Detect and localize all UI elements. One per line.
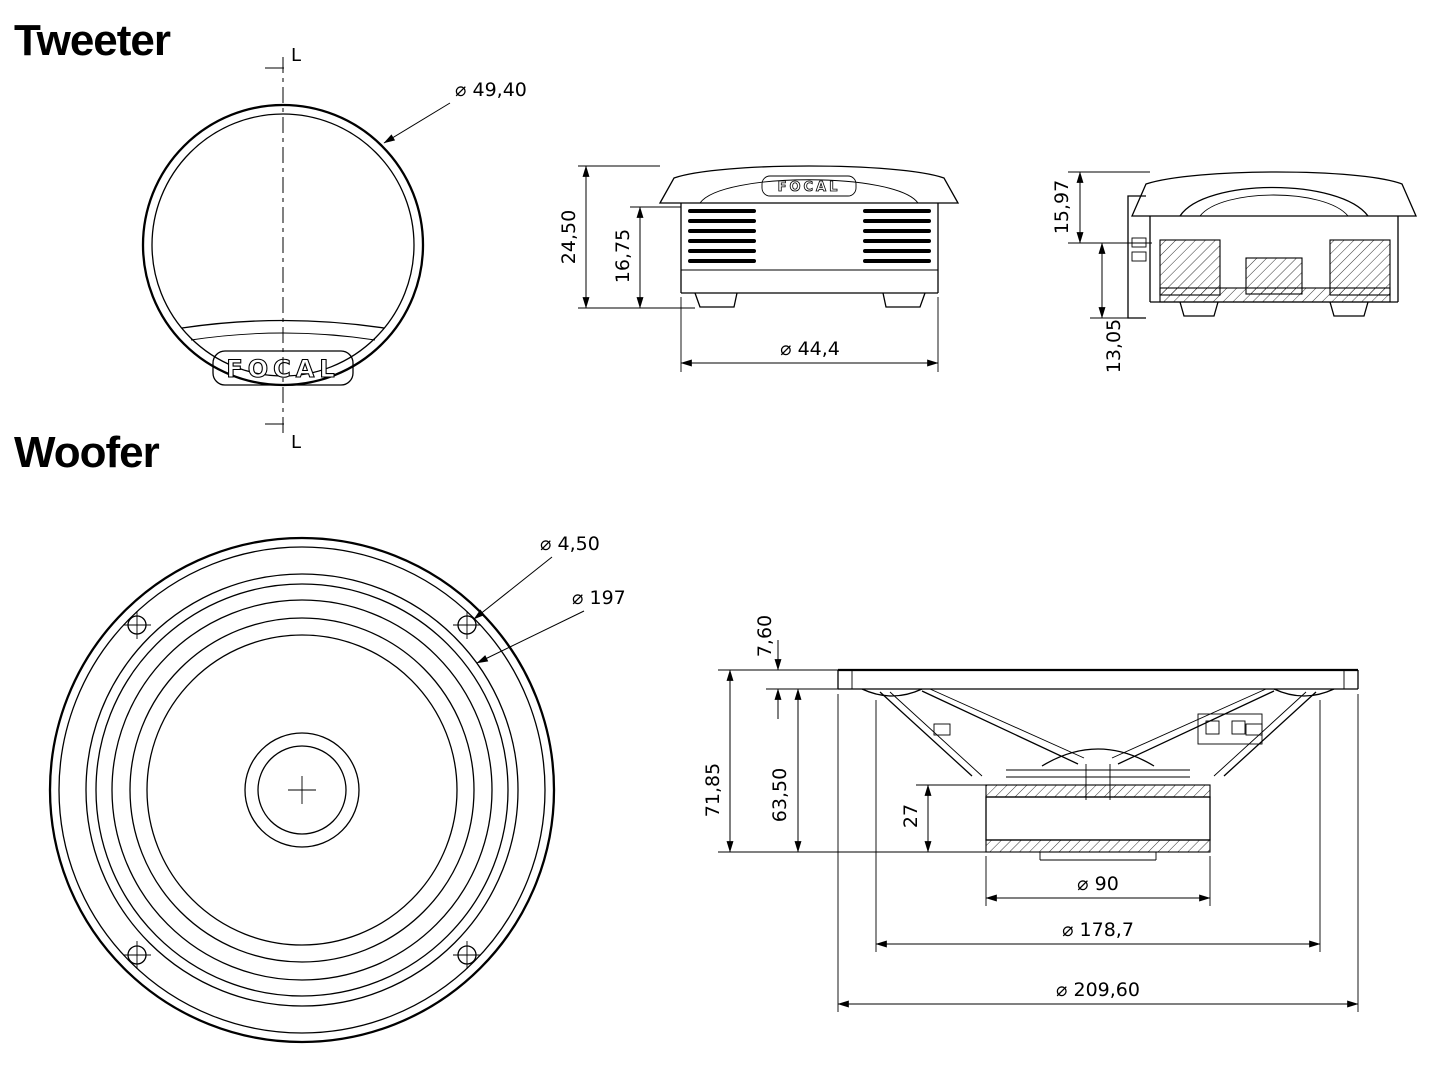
section-label-bottom: L [291, 432, 301, 453]
dim-label-width: ⌀ 44,4 [780, 338, 840, 360]
dim-label-tweeter-diameter: ⌀ 49,40 [455, 79, 527, 101]
section-foot-left [1179, 301, 1219, 317]
tweeter-foot-right [882, 292, 926, 308]
leader-line [473, 556, 553, 620]
cone-line-right [1117, 690, 1275, 765]
woofer-cone-circle [129, 617, 475, 963]
magnet-bottom-plate [985, 839, 1211, 853]
tweeter-inner-circle [151, 113, 415, 377]
basket-leg-left [879, 691, 973, 777]
basket-vent [933, 723, 951, 736]
woofer-cone-inner-circle [146, 634, 458, 946]
dim-label-mounting-depth: 63,50 [769, 768, 791, 822]
dim-label-body-height: 16,75 [612, 229, 634, 283]
dim-label-flange-thickness: 7,60 [754, 615, 776, 657]
dim-label-screw-hole: ⌀ 4,50 [540, 533, 600, 555]
dim-tweeter-body-height: 16,75 [612, 206, 681, 309]
tweeter-front-view: FOCAL L L ⌀ 49,40 [141, 45, 527, 453]
section-terminal [1131, 237, 1147, 248]
screw-hole [453, 611, 481, 639]
woofer-cone-edge-circle [95, 583, 509, 997]
dim-tweeter-total-height: 24,50 [558, 165, 695, 309]
dim-screw-hole-diameter: ⌀ 4,50 [473, 533, 600, 620]
tweeter-section-title: Tweeter [14, 16, 171, 65]
leader-line [476, 610, 585, 664]
vent-slots-right [863, 209, 931, 263]
basket-leg-right-inner [1213, 691, 1307, 777]
vent-slots-left [688, 209, 756, 263]
basket-leg-right [1223, 691, 1317, 777]
cone-line-left-inner [929, 688, 1085, 759]
section-dome-outer [1179, 186, 1369, 217]
section-terminal [1131, 251, 1147, 262]
tweeter-foot-left [694, 292, 738, 308]
section-magnet-left [1159, 239, 1221, 296]
dim-label-total-height: 24,50 [558, 210, 580, 264]
dim-label-overall-diameter: ⌀ 209,60 [1056, 979, 1140, 1001]
dim-label-lower-depth: 13,05 [1103, 319, 1125, 373]
dim-magnet-diameter: ⌀ 90 [985, 856, 1211, 906]
woofer-dustcap-inner [257, 745, 347, 835]
dust-cap-arc [1041, 748, 1155, 767]
leader-line [383, 102, 451, 144]
dim-section-lower-depth: 13,05 [1090, 242, 1128, 373]
section-foot-right [1329, 301, 1369, 317]
woofer-side-view: 7,60 71,85 63,50 27 [702, 615, 1359, 1012]
dim-flange-thickness: 7,60 [754, 615, 838, 719]
cone-line-right-inner [1111, 688, 1267, 759]
woofer-flange-circle [85, 573, 519, 1007]
terminal-block [1197, 713, 1263, 745]
woofer-outer-circle [48, 536, 556, 1044]
dim-label-basket-diameter: ⌀ 178,7 [1062, 919, 1134, 941]
terminal-contact [1205, 720, 1220, 735]
dim-mounting-depth: 63,50 [769, 688, 838, 853]
dim-overall-diameter: ⌀ 209,60 [837, 694, 1359, 1012]
woofer-front-view: ⌀ 4,50 ⌀ 197 [48, 533, 626, 1044]
section-back-plate [1159, 287, 1391, 303]
tweeter-brand-logo-side: FOCAL [778, 180, 841, 195]
dim-section-upper-depth: 15,97 [1051, 171, 1152, 244]
woofer-dustcap-outer [244, 732, 360, 848]
screw-hole [123, 941, 151, 969]
woofer-section-title: Woofer [14, 428, 160, 477]
section-mount-bracket [1127, 195, 1146, 319]
surround-roll-right [1273, 688, 1335, 697]
section-magnet-right [1329, 239, 1391, 296]
tweeter-dome-outline [699, 179, 919, 204]
woofer-surround-circle [111, 599, 493, 981]
tweeter-flange-outline [658, 165, 960, 204]
basket-vent [1245, 723, 1263, 736]
magnet-ring [985, 796, 1211, 841]
dim-tweeter-diameter: ⌀ 49,40 [383, 79, 527, 144]
tweeter-brand-logo: FOCAL [226, 355, 339, 383]
basket-leg-left-inner [889, 691, 983, 777]
section-dome-inner [1199, 194, 1349, 217]
mounting-screws [123, 611, 481, 969]
cone-line-left [921, 690, 1079, 765]
screw-hole [123, 611, 151, 639]
dim-label-upper-depth: 15,97 [1051, 180, 1073, 234]
dim-label-magnet-diameter: ⌀ 90 [1077, 873, 1119, 895]
dim-basket-diameter: ⌀ 178,7 [875, 700, 1321, 952]
dim-label-total-depth: 71,85 [702, 763, 724, 817]
terminal-contact [1231, 720, 1246, 735]
tweeter-section-view: 15,97 13,05 [1051, 171, 1417, 373]
dim-label-cone-diameter: ⌀ 197 [572, 587, 626, 609]
section-flange-outline [1131, 171, 1417, 217]
tweeter-logo-plate-side [761, 175, 857, 197]
tweeter-side-view: FOCAL [558, 165, 960, 372]
dim-magnet-height: 27 [900, 784, 986, 853]
dim-total-depth: 71,85 [702, 669, 986, 853]
screw-hole [453, 941, 481, 969]
dim-cone-diameter: ⌀ 197 [476, 587, 626, 664]
magnet-top-plate [985, 784, 1211, 798]
section-label-top: L [291, 45, 301, 66]
dim-label-magnet-height: 27 [900, 804, 922, 828]
surround-roll-left [861, 688, 923, 697]
woofer-gasket-circle [58, 546, 546, 1034]
dim-tweeter-width: ⌀ 44,4 [680, 297, 939, 372]
